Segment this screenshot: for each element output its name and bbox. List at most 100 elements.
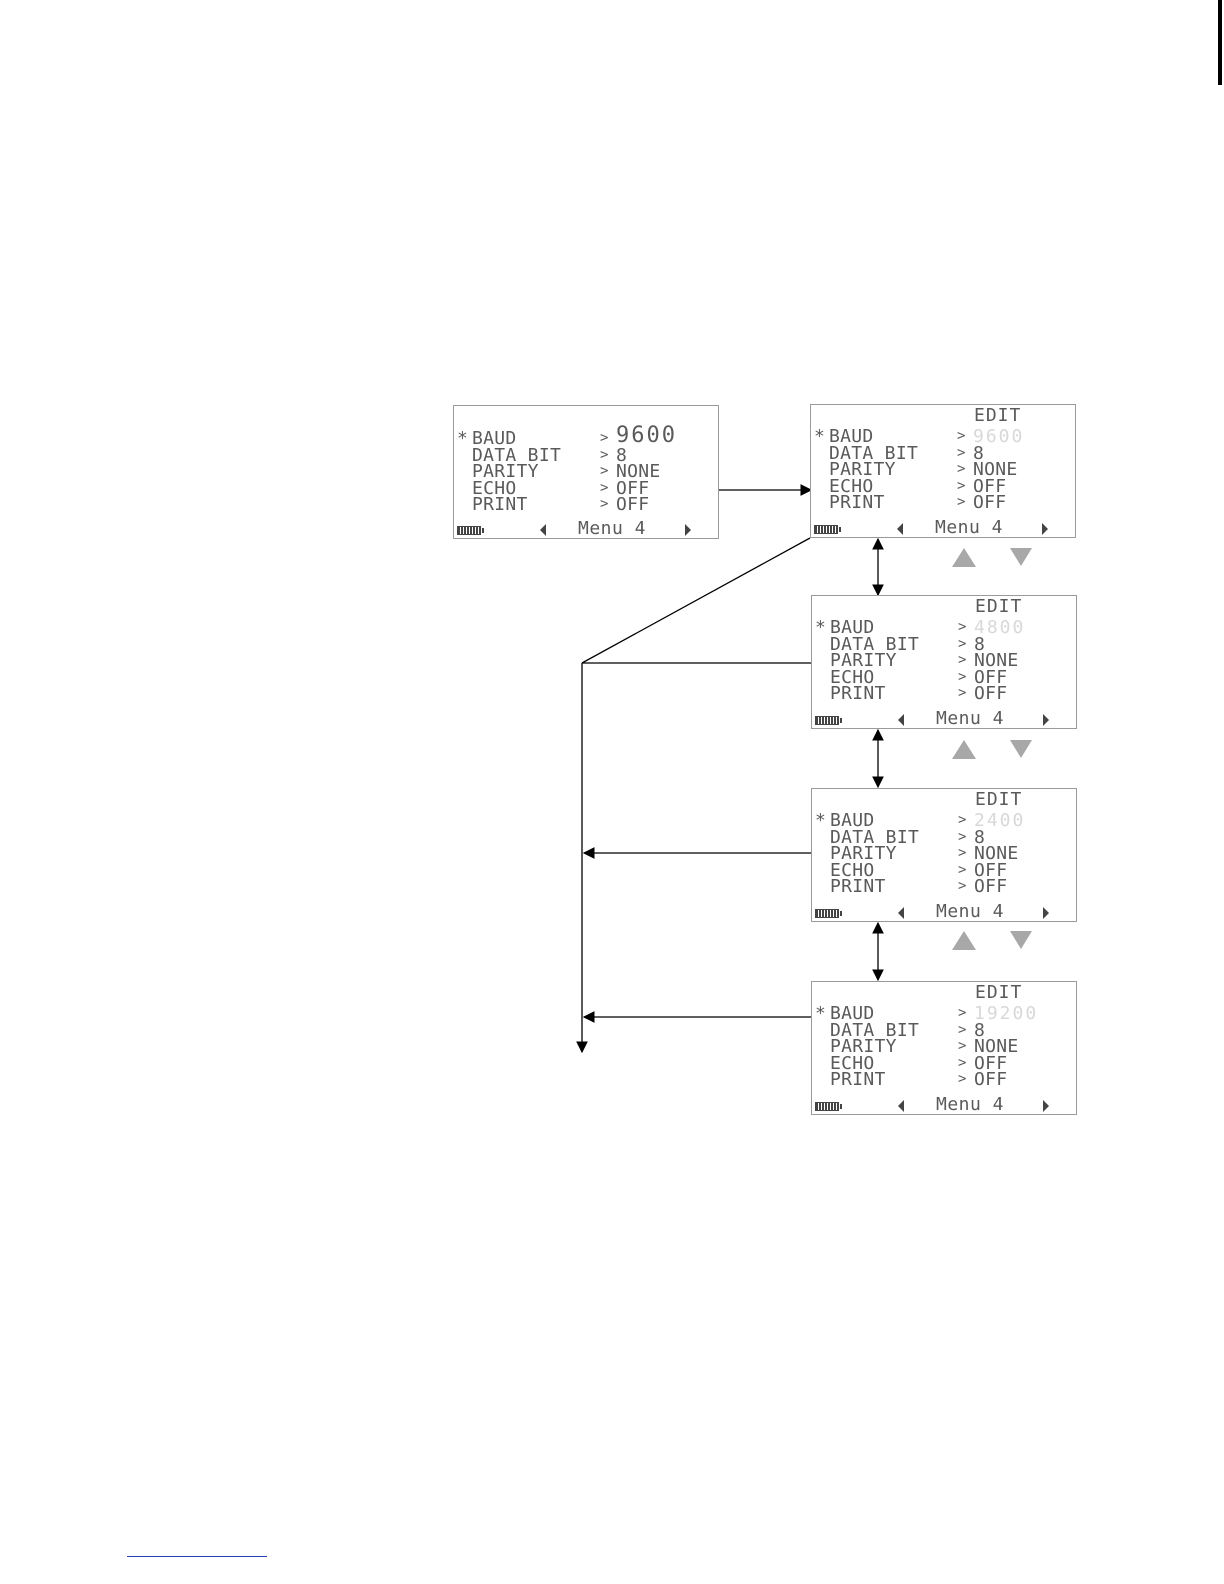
down-key-icon bbox=[1010, 740, 1032, 758]
right-arrow-icon bbox=[1043, 1100, 1049, 1112]
setting-label: PRINT bbox=[472, 494, 528, 516]
value-separator: > bbox=[600, 496, 609, 513]
setting-row: PARITY>NONE bbox=[815, 1036, 1075, 1058]
value-separator: > bbox=[958, 861, 967, 878]
selection-marker: * bbox=[815, 810, 826, 831]
value-separator: > bbox=[957, 444, 966, 461]
edit-label: EDIT bbox=[975, 789, 1023, 810]
setting-row: DATA BIT>8 bbox=[815, 826, 1075, 848]
right-arrow-icon bbox=[1043, 907, 1049, 919]
setting-row: ECHO>OFF bbox=[815, 1052, 1075, 1074]
setting-label: PRINT bbox=[830, 683, 886, 705]
setting-row: PRINT>OFF bbox=[815, 1069, 1075, 1091]
setting-label: ECHO bbox=[830, 859, 875, 881]
lcd-footer: Menu 4 bbox=[811, 517, 1075, 538]
setting-label: PARITY bbox=[830, 650, 897, 672]
setting-row: *BAUD>4800 bbox=[815, 619, 1075, 637]
left-arrow-icon bbox=[897, 523, 903, 535]
right-arrow-icon bbox=[1043, 714, 1049, 726]
left-arrow-icon bbox=[540, 524, 546, 536]
value-separator: > bbox=[958, 1071, 967, 1088]
setting-value: 8 bbox=[974, 633, 986, 655]
setting-value: OFF bbox=[974, 1052, 1008, 1074]
menu-label: Menu 4 bbox=[936, 1094, 1005, 1115]
setting-row: DATA BIT>8 bbox=[457, 446, 717, 464]
setting-label: DATA BIT bbox=[830, 826, 920, 848]
setting-row: ECHO>OFF bbox=[815, 666, 1075, 688]
value-separator: > bbox=[958, 652, 967, 669]
left-arrow-icon bbox=[898, 1100, 904, 1112]
value-separator: > bbox=[958, 635, 967, 652]
setting-row: DATA BIT>8 bbox=[814, 444, 1074, 462]
setting-row: *BAUD>9600 bbox=[457, 423, 717, 448]
menu-label: Menu 4 bbox=[578, 518, 647, 539]
down-key-icon bbox=[1010, 931, 1032, 949]
selection-marker: * bbox=[814, 426, 825, 447]
battery-icon bbox=[815, 1102, 842, 1111]
setting-label: PARITY bbox=[830, 1036, 897, 1058]
setting-value: 9600 bbox=[973, 426, 1025, 447]
right-arrow-icon bbox=[1042, 523, 1048, 535]
setting-value: 8 bbox=[974, 1019, 986, 1041]
menu-label: Menu 4 bbox=[936, 708, 1005, 729]
setting-value: NONE bbox=[974, 843, 1019, 865]
value-separator: > bbox=[958, 685, 967, 702]
setting-label: PARITY bbox=[830, 843, 897, 865]
down-key-icon bbox=[1010, 548, 1032, 566]
value-separator: > bbox=[958, 812, 967, 828]
value-separator: > bbox=[958, 845, 967, 862]
lcd-footer: Menu 4 bbox=[812, 1094, 1076, 1115]
battery-icon bbox=[815, 909, 842, 918]
setting-value: OFF bbox=[973, 492, 1007, 514]
value-separator: > bbox=[600, 479, 609, 496]
setting-row: PRINT > OFF bbox=[457, 494, 717, 516]
setting-row: PRINT>OFF bbox=[815, 878, 1075, 896]
setting-row: PARITY>NONE bbox=[457, 463, 717, 481]
setting-row: ECHO>OFF bbox=[457, 477, 717, 499]
setting-value: OFF bbox=[974, 859, 1008, 881]
selection-marker: * bbox=[815, 1003, 826, 1024]
edit-label: EDIT bbox=[975, 982, 1023, 1003]
setting-row: PRINT>OFF bbox=[814, 492, 1074, 514]
menu-label: Menu 4 bbox=[936, 901, 1005, 922]
setting-value: 9600 bbox=[616, 423, 677, 448]
value-separator: > bbox=[957, 428, 966, 444]
setting-value: NONE bbox=[974, 650, 1019, 672]
value-separator: > bbox=[958, 619, 967, 635]
setting-label: BAUD bbox=[830, 1003, 875, 1024]
setting-label: PRINT bbox=[829, 492, 885, 514]
setting-label: ECHO bbox=[830, 666, 875, 688]
setting-value: 19200 bbox=[974, 1003, 1039, 1024]
value-separator: > bbox=[958, 878, 967, 895]
up-key-icon bbox=[952, 931, 976, 950]
edit-label: EDIT bbox=[975, 596, 1023, 617]
up-key-icon bbox=[952, 548, 976, 567]
value-separator: > bbox=[600, 430, 609, 446]
setting-label: BAUD bbox=[829, 426, 874, 447]
setting-row: *BAUD>19200 bbox=[815, 1003, 1075, 1024]
value-separator: > bbox=[600, 463, 609, 480]
value-separator: > bbox=[958, 1021, 967, 1038]
setting-label: ECHO bbox=[829, 475, 874, 497]
setting-row: *BAUD>2400 bbox=[815, 810, 1075, 831]
right-arrow-icon bbox=[685, 524, 691, 536]
setting-row: PARITY > NONE bbox=[815, 843, 1075, 865]
setting-value: OFF bbox=[974, 1069, 1008, 1091]
setting-value: OFF bbox=[616, 477, 650, 499]
setting-value: NONE bbox=[973, 459, 1018, 481]
setting-value: 2400 bbox=[974, 810, 1026, 831]
setting-value: OFF bbox=[616, 494, 650, 516]
setting-row: ECHO > OFF bbox=[815, 859, 1075, 881]
setting-row: DATA BIT>8 bbox=[815, 633, 1075, 655]
setting-row: ECHO>OFF bbox=[814, 475, 1074, 497]
left-arrow-icon bbox=[898, 714, 904, 726]
setting-row: PARITY > NONE bbox=[815, 650, 1075, 672]
diagonal-exit-line bbox=[581, 537, 811, 664]
battery-icon bbox=[815, 716, 842, 725]
setting-value: 8 bbox=[974, 826, 986, 848]
value-separator: > bbox=[957, 461, 966, 478]
